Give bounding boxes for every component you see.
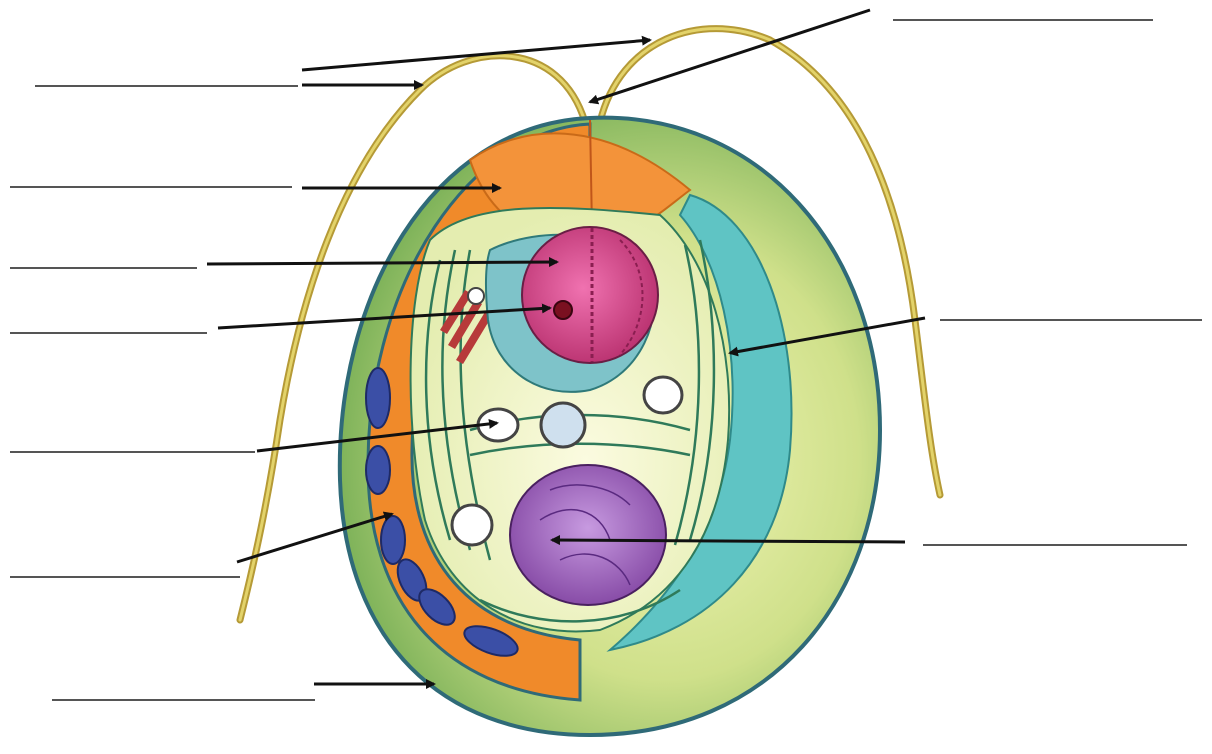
vacuole-lower: [452, 505, 492, 545]
arrow-starch: [552, 540, 905, 542]
vacuole-center: [541, 403, 585, 447]
arrow-flagellum-right: [302, 40, 650, 70]
arrow-pyrenoid: [207, 262, 557, 264]
pyrenoid: [522, 227, 658, 363]
nucleolus: [554, 301, 572, 319]
cell-body: [340, 118, 880, 735]
vacuole-right: [644, 377, 682, 413]
